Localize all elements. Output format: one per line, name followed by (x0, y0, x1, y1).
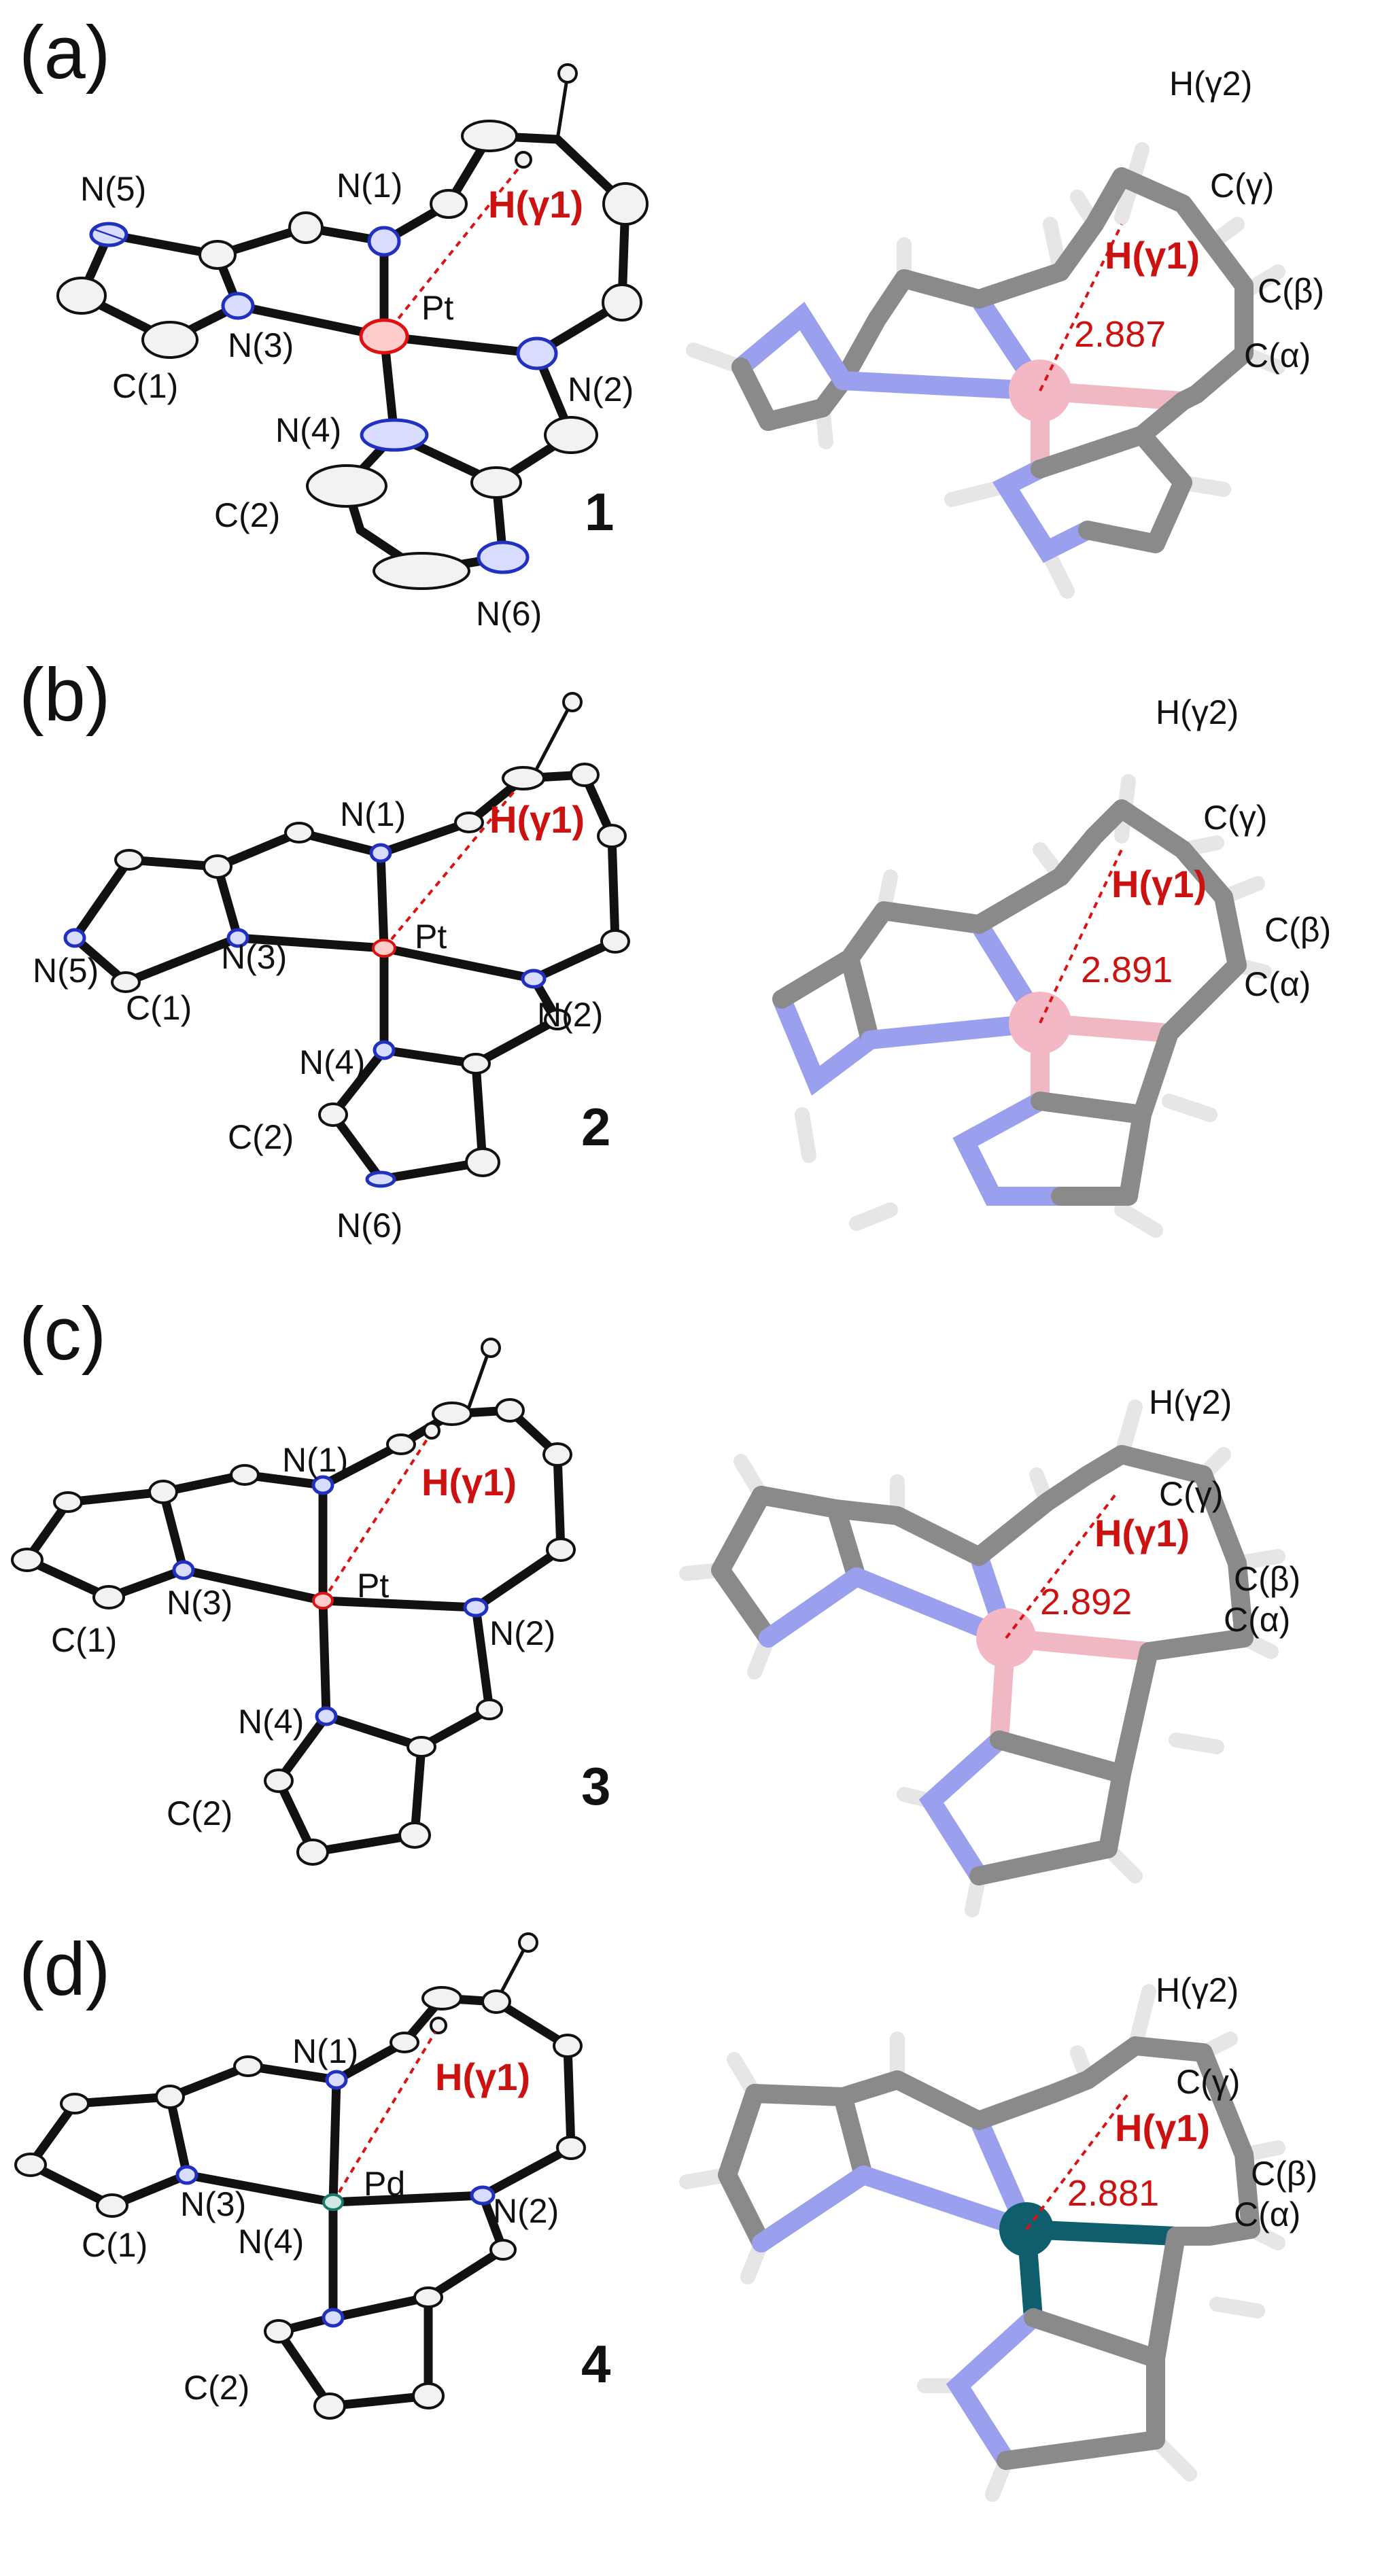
atom-hg1-ortep-a: H(γ1) (488, 183, 583, 226)
atom-c1-c: C(1) (51, 1621, 117, 1659)
atom-hg1-stick-d: H(γ1) (1115, 2106, 1210, 2149)
atom-n3-c: N(3) (167, 1584, 232, 1622)
atom-n3-b: N(3) (221, 938, 287, 976)
atom-n1-d: N(1) (292, 2032, 358, 2070)
atom-hg1-stick-a: H(γ1) (1105, 234, 1200, 277)
atom-hg2-b: H(γ2) (1156, 693, 1239, 731)
compound-number-c: 3 (581, 1756, 610, 1816)
atom-n4-d: N(4) (238, 2223, 304, 2261)
atom-hg2-d: H(γ2) (1156, 1971, 1239, 2009)
panel-b: (b) (19, 653, 1331, 1245)
panel-c: (c) (11, 1292, 1300, 1917)
distance-label-c: 2.892 (1040, 1582, 1132, 1622)
atom-n4-b: N(4) (299, 1043, 365, 1081)
atom-metal-b: Pt (415, 918, 447, 956)
atom-cb-d: C(β) (1251, 2155, 1317, 2193)
atom-n1-a: N(1) (336, 167, 402, 205)
atom-n3-a: N(3) (228, 326, 294, 364)
compound-number-b: 2 (581, 1097, 610, 1157)
panel-label-b: (b) (19, 653, 110, 737)
atom-n2-c: N(2) (489, 1614, 555, 1652)
atom-c1-b: C(1) (126, 989, 192, 1027)
atom-ca-b: C(α) (1244, 965, 1311, 1003)
atom-cb-c: C(β) (1234, 1560, 1300, 1598)
atom-cg-c: C(γ) (1159, 1475, 1223, 1513)
stick-model-d: H(γ2) C(γ) H(γ1) C(β) 2.881 C(α) (679, 1971, 1317, 2502)
ortep-structure-a: N(5) N(1) H(γ1) Pt N(3) C(1) N(2) N(4) C… (56, 63, 649, 633)
atom-ca-a: C(α) (1244, 336, 1311, 375)
atom-cb-a: C(β) (1258, 272, 1324, 310)
panel-label-c: (c) (19, 1292, 106, 1376)
ortep-structure-d: N(1) H(γ1) Pd N(3) C(1) N(2) N(4) C(2) 4 (14, 1932, 610, 2420)
atom-hg2-a: H(γ2) (1169, 65, 1252, 103)
ortep-structure-c: N(1) H(γ1) Pt N(3) C(1) N(2) N(4) C(2) 3 (11, 1338, 610, 1866)
atom-c1-d: C(1) (82, 2226, 148, 2264)
compound-number-d: 4 (581, 2334, 610, 2394)
atom-n2-a: N(2) (568, 370, 634, 408)
atom-ca-c: C(α) (1224, 1601, 1290, 1639)
panel-label-a: (a) (19, 11, 110, 94)
atom-n5-a: N(5) (80, 170, 146, 208)
atom-n4-a: N(4) (275, 411, 341, 449)
atom-metal-d: Pd (364, 2165, 405, 2203)
stick-model-a: H(γ2) C(γ) H(γ1) C(β) 2.887 C(α) (686, 65, 1324, 599)
atom-cg-b: C(γ) (1203, 799, 1267, 837)
atom-hg1-stick-b: H(γ1) (1111, 863, 1207, 905)
atom-c2-a: C(2) (214, 496, 280, 534)
panel-label-d: (d) (19, 1928, 110, 2011)
distance-label-d: 2.881 (1067, 2173, 1159, 2214)
panel-d: (d) (14, 1928, 1317, 2502)
atom-cg-a: C(γ) (1210, 167, 1274, 205)
atom-n6-b: N(6) (336, 1206, 402, 1245)
atom-ca-d: C(α) (1234, 2195, 1300, 2233)
atom-metal-c: Pt (357, 1567, 389, 1605)
panel-a: (a) (19, 11, 1324, 633)
atom-hg1-ortep-d: H(γ1) (435, 2055, 530, 2098)
atom-n2-d: N(2) (493, 2192, 559, 2230)
distance-label-b: 2.891 (1081, 950, 1173, 990)
stick-model-c: H(γ2) C(γ) H(γ1) C(β) 2.892 C(α) (679, 1383, 1300, 1917)
atom-n1-b: N(1) (340, 795, 406, 833)
atom-metal-a: Pt (421, 289, 453, 327)
atom-n5-b: N(5) (33, 952, 99, 990)
atom-n6-a: N(6) (476, 595, 542, 633)
atom-c1-a: C(1) (112, 367, 178, 405)
atom-hg1-ortep-c: H(γ1) (421, 1461, 517, 1503)
atom-cg-d: C(γ) (1176, 2063, 1240, 2101)
atom-hg1-ortep-b: H(γ1) (489, 798, 585, 841)
atom-n4-c: N(4) (238, 1703, 304, 1741)
atom-c2-b: C(2) (228, 1118, 294, 1156)
atom-n2-b: N(2) (537, 996, 603, 1034)
atom-n3-d: N(3) (180, 2185, 246, 2223)
stick-model-b: H(γ2) C(γ) H(γ1) C(β) 2.891 C(α) (772, 693, 1331, 1238)
atom-n1-c: N(1) (282, 1441, 348, 1479)
atom-cb-b: C(β) (1264, 911, 1331, 949)
atom-hg2-c: H(γ2) (1149, 1383, 1232, 1421)
compound-number-a: 1 (585, 482, 614, 542)
ortep-structure-b: N(1) H(γ1) Pt N(3) N(5) C(1) N(2) N(4) C… (33, 692, 630, 1245)
atom-c2-d: C(2) (184, 2369, 249, 2407)
atom-c2-c: C(2) (167, 1794, 232, 1832)
atom-hg1-stick-c: H(γ1) (1094, 1512, 1190, 1554)
distance-label-a: 2.887 (1074, 314, 1166, 355)
